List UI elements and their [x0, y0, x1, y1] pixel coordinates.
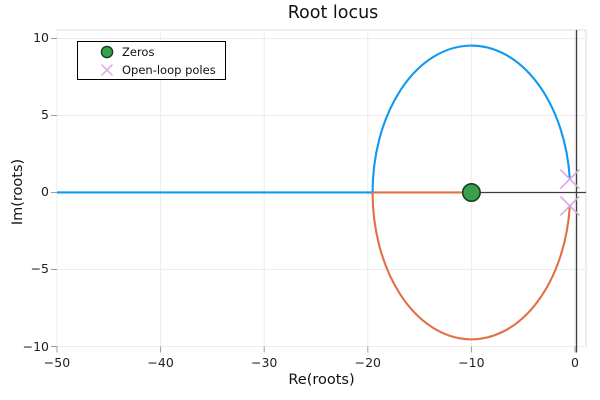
- y-tick-label: −5: [30, 261, 49, 277]
- x-tick-label: 0: [571, 355, 579, 370]
- zero-marker-icon: [100, 45, 114, 59]
- y-tick-label: 5: [41, 107, 49, 123]
- x-axis-label: Re(roots): [288, 372, 355, 388]
- x-tick-label: −10: [458, 355, 485, 370]
- legend-label-zeros: Zeros: [122, 45, 155, 59]
- y-tick-label: 0: [41, 184, 49, 200]
- locus-branch-lower: [371, 191, 571, 341]
- x-tick-label: −20: [354, 355, 381, 370]
- y-tick-label: −10: [22, 338, 49, 354]
- x-tick-label: −50: [43, 355, 71, 370]
- x-tick-label: −40: [147, 355, 174, 370]
- y-tick-label: 10: [33, 30, 49, 46]
- zero-marker: [461, 182, 481, 202]
- pole-marker-icon: [101, 64, 113, 76]
- legend: Zeros Open-loop poles: [77, 41, 226, 80]
- chart-title: Root locus: [287, 3, 379, 23]
- legend-entry-poles: Open-loop poles: [78, 61, 225, 79]
- open-loop-pole-marker: [559, 169, 580, 190]
- legend-entry-zeros: Zeros: [78, 43, 225, 61]
- locus-branch-upper: [57, 44, 571, 194]
- legend-label-poles: Open-loop poles: [122, 63, 216, 77]
- open-loop-pole-marker: [559, 195, 580, 216]
- x-tick-label: −30: [251, 355, 278, 370]
